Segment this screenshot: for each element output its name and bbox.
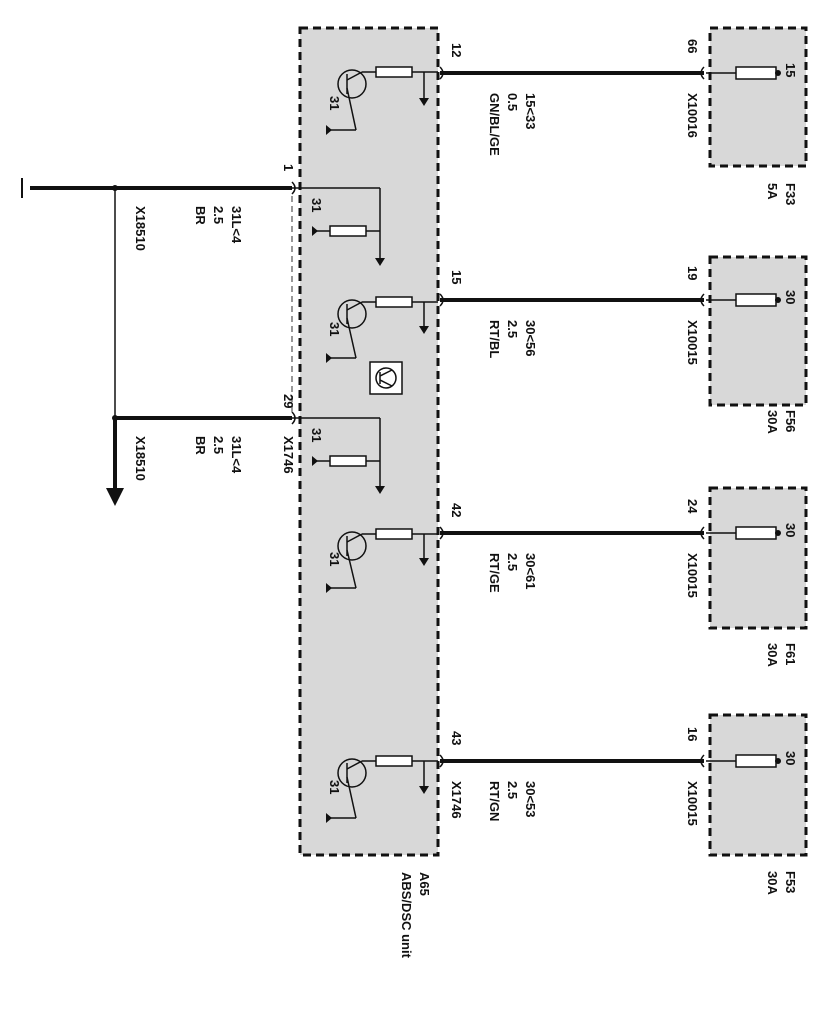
unit-name-label: ABS/DSC unit <box>399 872 414 959</box>
ground-color-label: BR <box>193 206 208 225</box>
wire-color-label: RT/GE <box>487 553 502 593</box>
ground-arrow-icons <box>312 98 429 823</box>
fuse-name-label: F53 <box>783 871 798 893</box>
fuse-connector-label: X10015 <box>685 320 700 365</box>
fuse-pin-label: 24 <box>685 499 700 514</box>
fuse-pin-label: 66 <box>685 39 700 53</box>
wire-spec-label: 30<56 <box>523 320 538 357</box>
wire-spec-label: 30<61 <box>523 553 538 590</box>
fuse-box-f56 <box>706 255 808 407</box>
fuse-box-f33 <box>706 26 808 168</box>
wire-size-label: 2.5 <box>505 781 520 799</box>
ground-spec-label: 31L<4 <box>229 436 244 474</box>
fuse-pin-label: 16 <box>685 727 700 741</box>
unit-pin-label: 42 <box>449 503 464 517</box>
wire-color-label: GN/BL/GE <box>487 93 502 156</box>
fuse-terminal-label: 30 <box>783 523 798 537</box>
fuse-terminal-label: 15 <box>783 63 798 77</box>
ground-pin-label: 29 <box>281 394 296 408</box>
ground-connector-label: X18510 <box>133 436 148 481</box>
fuse-connector-label: X10015 <box>685 781 700 826</box>
ground-size-label: 2.5 <box>211 436 226 454</box>
internal-ground-label: 31 <box>327 96 342 110</box>
ground-color-label: BR <box>193 436 208 455</box>
fuse-rating-label: 30A <box>765 643 780 667</box>
dsc-symbol-icon <box>369 361 403 395</box>
transistor-circuits <box>292 66 438 819</box>
fuse-name-label: F33 <box>783 183 798 205</box>
wire-size-label: 2.5 <box>505 320 520 338</box>
connector-hooks <box>291 66 705 768</box>
ground-pin-label: 1 <box>281 164 296 171</box>
fuse-terminal-label: 30 <box>783 290 798 304</box>
wire-size-label: 2.5 <box>505 553 520 571</box>
ground-unit-connector-label: X1746 <box>281 436 296 474</box>
internal-ground-label: 31 <box>327 780 342 794</box>
internal-ground-label: 31 <box>309 198 324 212</box>
fuse-box-f53 <box>706 713 808 857</box>
unit-pin-label: 43 <box>449 731 464 745</box>
ground-connector-label: X18510 <box>133 206 148 251</box>
wire-size-label: 0.5 <box>505 93 520 111</box>
internal-ground-label: 31 <box>327 322 342 336</box>
fuse-rating-label: 5A <box>765 183 780 200</box>
ground-arrow-icon <box>106 488 124 506</box>
internal-ground-label: 31 <box>327 552 342 566</box>
fuse-pin-label: 19 <box>685 266 700 280</box>
fuse-box-f61 <box>706 486 808 630</box>
wire-spec-label: 30<53 <box>523 781 538 818</box>
ground-size-label: 2.5 <box>211 206 226 224</box>
wire-color-label: RT/GN <box>487 781 502 821</box>
fuse-name-label: F56 <box>783 410 798 432</box>
fuse-rating-label: 30A <box>765 410 780 434</box>
labels-layer: 1215<330.5GN/BL/GE1530<562.5RT/BL4230<61… <box>133 39 798 959</box>
fuse-name-label: F61 <box>783 643 798 665</box>
wire-spec-label: 15<33 <box>523 93 538 130</box>
wire-color-label: RT/BL <box>487 320 502 358</box>
internal-ground-label: 31 <box>309 428 324 442</box>
ground-spec-label: 31L<4 <box>229 206 244 244</box>
unit-connector-label: X1746 <box>449 781 464 819</box>
unit-code-label: A65 <box>417 872 432 896</box>
fuse-rating-label: 30A <box>765 871 780 895</box>
unit-pin-label: 12 <box>449 43 464 57</box>
fuse-connector-label: X10015 <box>685 553 700 598</box>
fuse-connector-label: X10016 <box>685 93 700 138</box>
fuse-terminal-label: 30 <box>783 751 798 765</box>
abs-dsc-unit-box <box>298 26 440 857</box>
unit-pin-label: 15 <box>449 270 464 284</box>
